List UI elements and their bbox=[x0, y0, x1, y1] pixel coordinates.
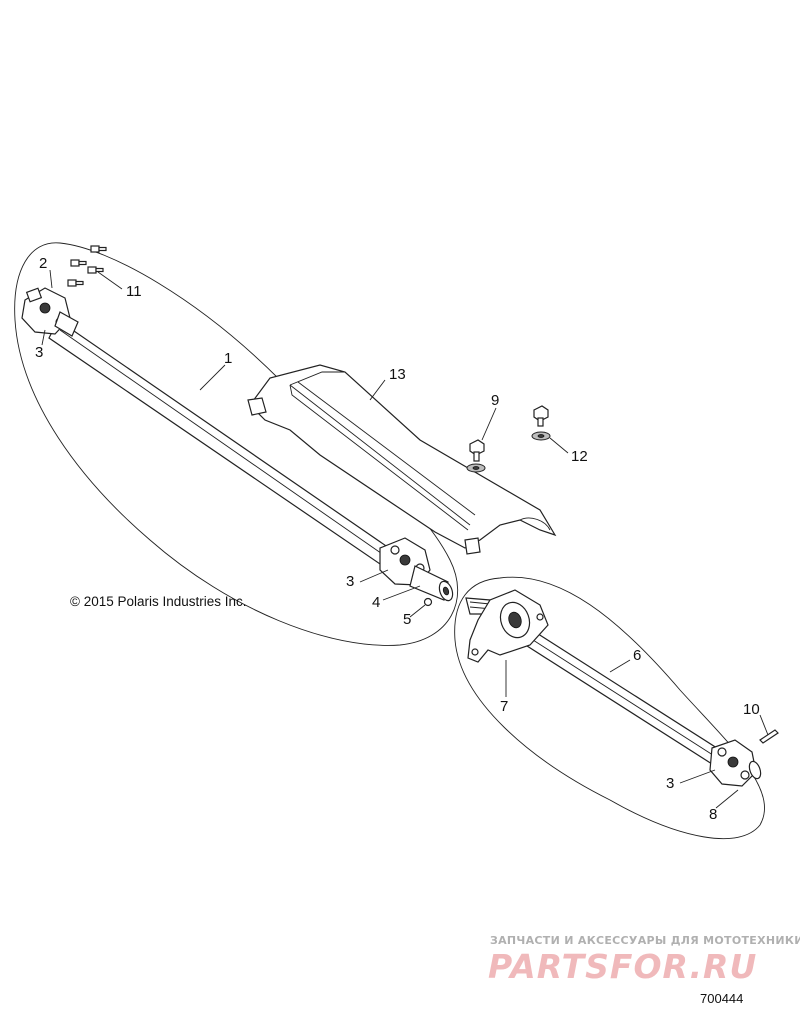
roll-pin bbox=[759, 729, 779, 744]
callout-8: 8 bbox=[709, 806, 717, 823]
leader-lines bbox=[41, 269, 769, 809]
rear-u-joint-yoke bbox=[709, 739, 762, 787]
bolt-12 bbox=[531, 405, 551, 441]
callout-4: 4 bbox=[372, 594, 380, 611]
copyright-text: © 2015 Polaris Industries Inc. bbox=[70, 594, 247, 609]
snap-ring bbox=[423, 597, 433, 607]
front-shaft-rear-yoke bbox=[379, 537, 454, 602]
front-drive-shaft bbox=[21, 287, 454, 607]
watermark-logo: PARTSFOR.RU bbox=[488, 947, 757, 986]
callout-13: 13 bbox=[389, 366, 406, 383]
callout-1: 1 bbox=[224, 350, 232, 367]
bolts-11 bbox=[67, 245, 107, 287]
callout-9: 9 bbox=[491, 392, 499, 409]
callout-3-rear: 3 bbox=[666, 775, 674, 792]
callout-11: 11 bbox=[126, 283, 142, 300]
watermark-tagline: ЗАПЧАСТИ И АКСЕССУАРЫ ДЛЯ МОТОТЕХНИКИ bbox=[490, 934, 800, 947]
callout-10: 10 bbox=[743, 701, 760, 718]
rear-drive-shaft bbox=[465, 589, 762, 787]
front-u-joint-yoke bbox=[21, 287, 79, 337]
callout-7: 7 bbox=[500, 698, 508, 715]
rear-shaft-group-outline bbox=[454, 576, 765, 840]
driveshaft-cover bbox=[247, 364, 557, 555]
callout-3-front: 3 bbox=[35, 344, 43, 361]
bolt-9 bbox=[466, 439, 486, 473]
front-shaft-group-outline bbox=[14, 242, 459, 646]
diagram-number: 700444 bbox=[700, 991, 743, 1006]
callout-6: 6 bbox=[633, 647, 641, 664]
carrier-bearing bbox=[467, 589, 549, 663]
callout-5: 5 bbox=[403, 611, 411, 628]
callout-2: 2 bbox=[39, 255, 47, 272]
callout-3-middle: 3 bbox=[346, 573, 354, 590]
callout-12: 12 bbox=[571, 448, 588, 465]
